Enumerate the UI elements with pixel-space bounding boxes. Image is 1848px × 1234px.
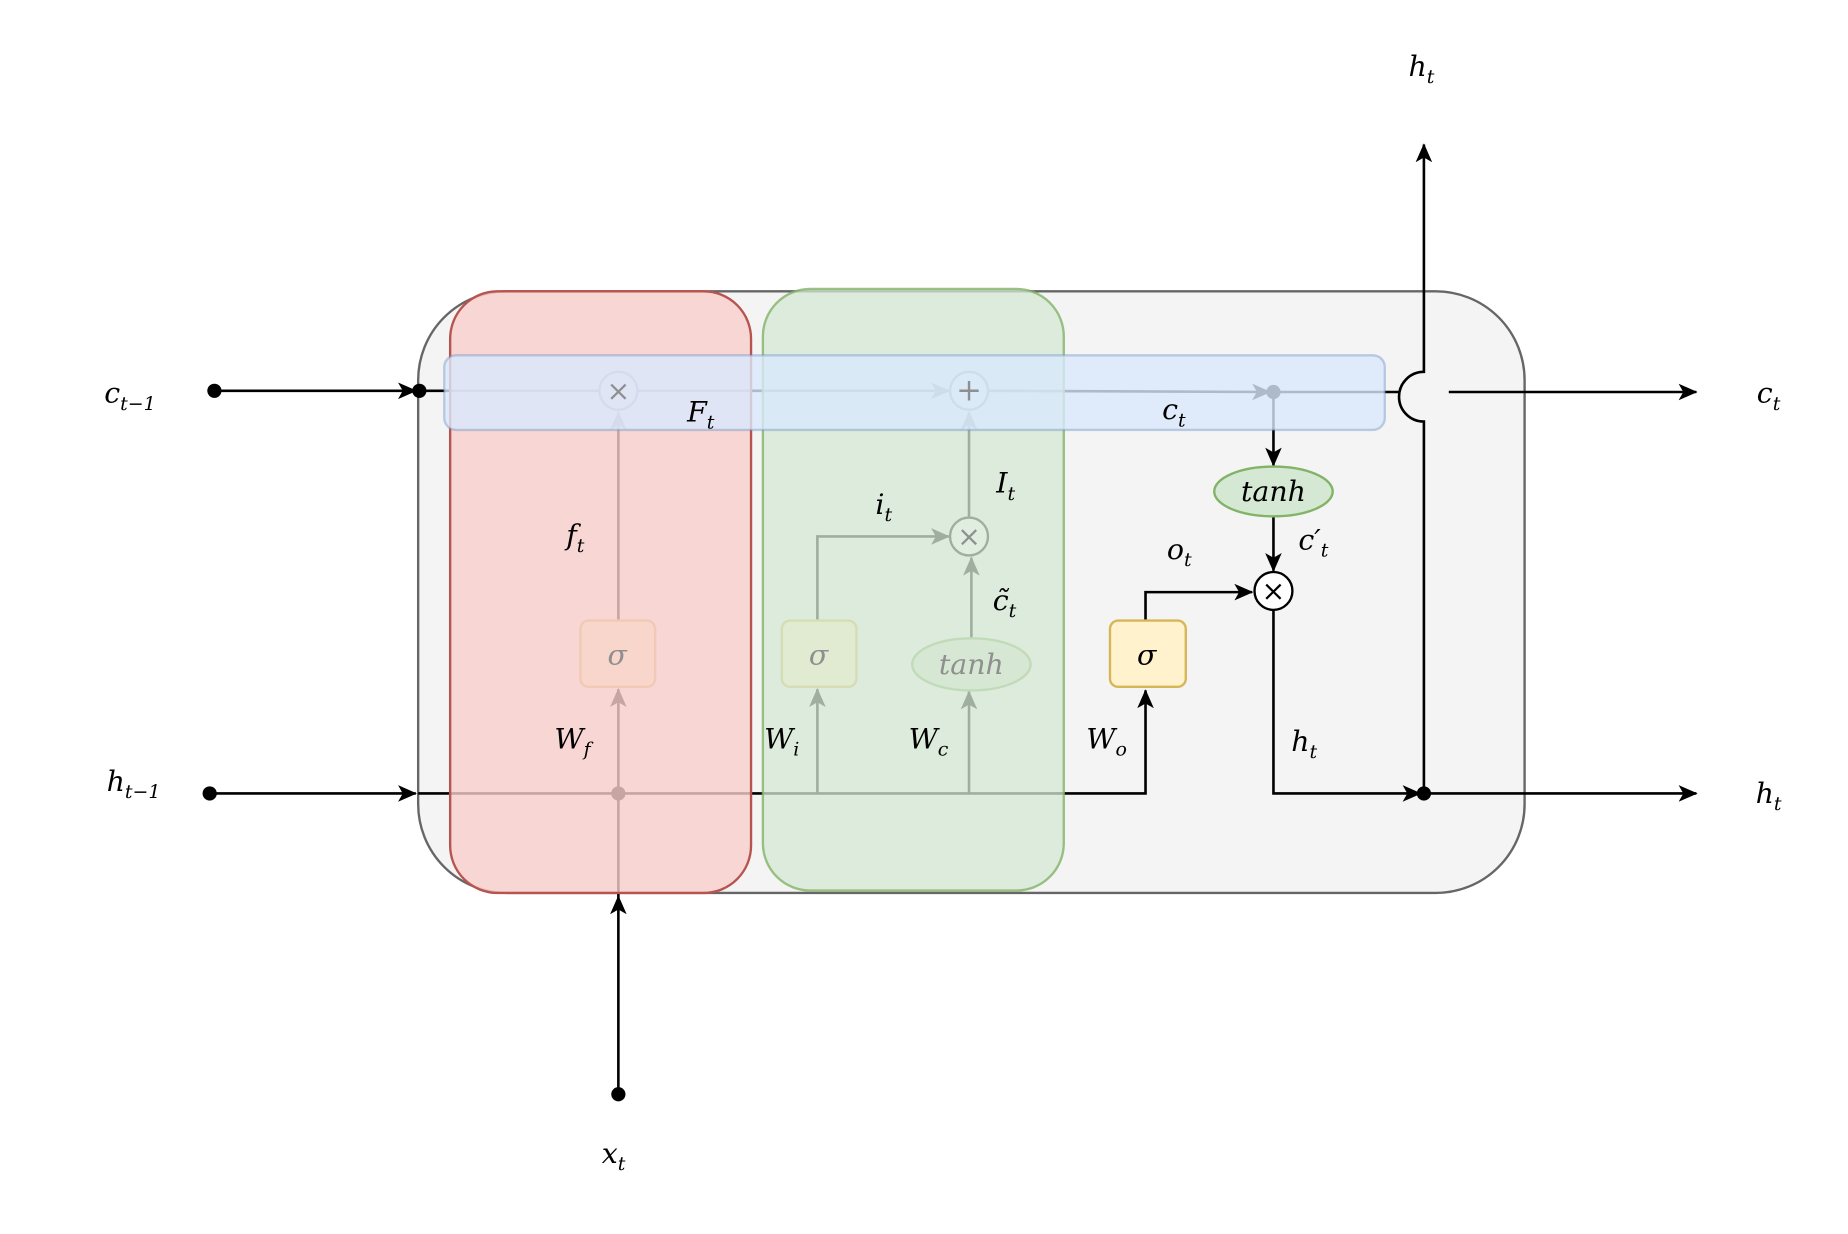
- label-subscript: t: [618, 1153, 626, 1175]
- label-main: x: [602, 1137, 618, 1170]
- label-W-c: Wc: [909, 722, 949, 760]
- cell-state-band: [443, 354, 1386, 432]
- h-prev-dot: [202, 786, 217, 801]
- label-main: c: [1757, 377, 1773, 410]
- label-main: h: [1756, 777, 1774, 810]
- label-subscript: f: [582, 739, 594, 761]
- x-dot: [611, 1087, 626, 1102]
- label-main: c: [104, 377, 120, 410]
- label-c-tilde: c̃t: [993, 584, 1017, 622]
- label-main: h: [107, 765, 125, 798]
- label-subscript: t: [1427, 66, 1435, 88]
- label-main: c̃: [993, 584, 1010, 617]
- label-subscript: i: [793, 739, 799, 761]
- input-sigma-label: σ: [809, 638, 830, 671]
- label-subscript: t: [1009, 600, 1017, 622]
- label-h-top: ht: [1409, 50, 1435, 88]
- label-W-i: Wi: [764, 722, 799, 760]
- label-subscript: t: [885, 504, 893, 526]
- label-subscript: t: [1310, 741, 1318, 763]
- label-c-prev: ct−1: [104, 377, 155, 415]
- label-subscript: o: [1115, 739, 1126, 761]
- label-subscript: t: [1774, 793, 1782, 815]
- candidate-tanh-label: tanh: [939, 648, 1004, 681]
- cell-tanh-node: [1213, 465, 1334, 518]
- cell-entry-dot: [412, 383, 427, 398]
- label-main: I: [995, 467, 1008, 500]
- cell-tanh-label: tanh: [1241, 475, 1306, 508]
- label-subscript: t: [707, 412, 715, 434]
- multiply-icon: ×: [957, 520, 981, 553]
- label-main: h: [1409, 50, 1427, 83]
- h-split-dot: [1416, 786, 1432, 801]
- add-icon: +: [956, 372, 982, 408]
- label-subscript: t: [1773, 393, 1781, 415]
- output-gate-line: [1144, 583, 1254, 621]
- label-main: i: [875, 488, 884, 521]
- label-subscript: t: [1184, 549, 1192, 571]
- label-h-inner: ht: [1291, 725, 1317, 763]
- label-main: W: [1086, 722, 1118, 755]
- label-h-prev: ht−1: [107, 765, 161, 803]
- label-W-o: Wo: [1086, 722, 1127, 760]
- label-main: W: [764, 722, 796, 755]
- label-subscript: c: [938, 739, 949, 761]
- label-subscript: t: [1321, 540, 1329, 562]
- label-h-out: ht: [1756, 777, 1782, 815]
- output-to-hidden-line: [1272, 609, 1422, 802]
- forget-gate-region: [448, 290, 753, 895]
- output-sigma-label: σ: [1137, 638, 1158, 671]
- label-c-out: ct: [1757, 377, 1781, 415]
- c-prev-dot: [207, 383, 222, 398]
- label-subscript: t: [1178, 409, 1186, 431]
- label-main: c: [1162, 393, 1178, 426]
- label-main: o: [1167, 533, 1184, 566]
- label-F: Ft: [686, 396, 715, 434]
- label-i: it: [875, 488, 892, 526]
- label-main: h: [1291, 725, 1309, 758]
- label-subscript: t: [1007, 483, 1015, 505]
- output-sigma-box: [1108, 619, 1187, 689]
- multiply-icon: ×: [606, 374, 630, 407]
- multiply-icon: ×: [1262, 574, 1286, 607]
- hidden-output-up-line: [1397, 143, 1433, 794]
- label-c-mid: ct: [1162, 393, 1186, 431]
- label-c-prime: c′t: [1298, 524, 1328, 562]
- output-multiply-node: [1253, 570, 1294, 612]
- label-main: W: [909, 722, 941, 755]
- label-o: ot: [1167, 533, 1192, 571]
- label-main: F: [686, 396, 708, 429]
- input-gate-region: [761, 287, 1065, 892]
- label-main: c′: [1298, 524, 1321, 557]
- label-subscript: t−1: [125, 781, 161, 803]
- label-main: W: [554, 722, 586, 755]
- label-subscript: t−1: [120, 393, 156, 415]
- label-I: It: [995, 467, 1015, 505]
- label-W-f: Wf: [554, 722, 593, 760]
- forget-sigma-label: σ: [607, 638, 628, 671]
- label-x: xt: [602, 1137, 626, 1175]
- label-subscript: t: [577, 535, 585, 557]
